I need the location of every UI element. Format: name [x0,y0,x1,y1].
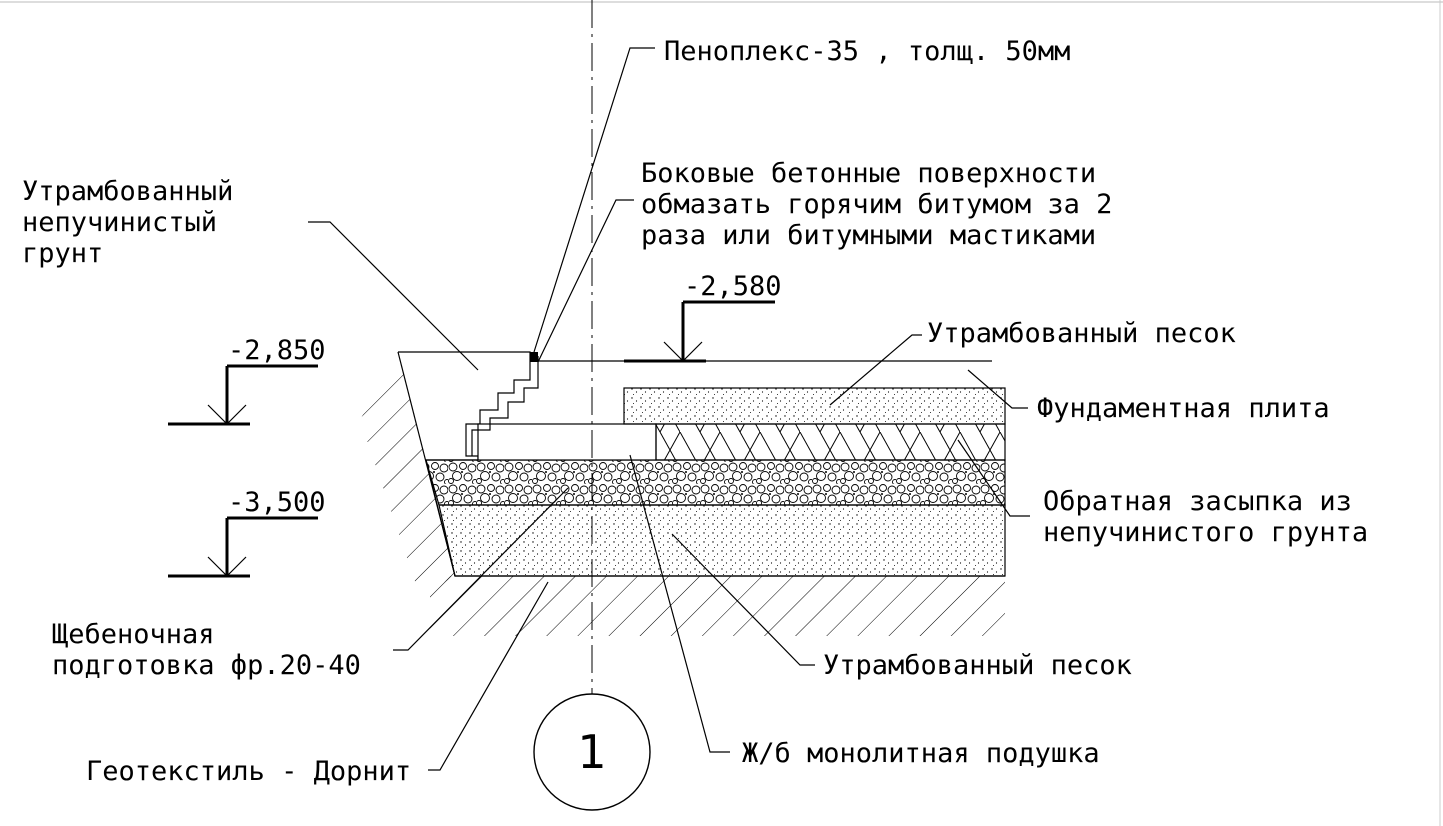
soil-hatch-left [360,352,455,596]
section-number: 1 [577,725,606,779]
label-gravel-line2: подготовка фр.20-40 [52,650,361,681]
label-geotextile: Геотекстиль - Дорнит [86,756,411,787]
leader-lines [308,47,1030,771]
pit-side-line [397,351,456,577]
label-bitumen-line2: обмазать горячим битумом за 2 [641,189,1112,220]
label-sand-top: Утрамбованный песок [927,318,1236,349]
label-backfill-line1: Обратная засыпка из [1043,486,1352,517]
label-foundation-slab: Фундаментная плита [1037,393,1330,424]
soil-hatch-bottom [430,576,1005,636]
rc-pad [477,423,657,461]
svg-text:-2,850: -2,850 [228,335,326,366]
label-soil-line1: Утрамбованный [22,176,233,207]
label-gravel-line1: Щебеночная [52,619,215,650]
sand-layer-bottom [438,504,1006,577]
level-mark-top-slab: -2,580 [624,271,782,363]
label-sand-bottom: Утрамбованный песок [823,650,1132,681]
label-bitumen-line1: Боковые бетонные поверхности [641,158,1096,189]
level-mark-bottom: -3,500 [168,487,326,578]
svg-text:-2,580: -2,580 [684,271,782,302]
label-soil-line2: непучинистый [22,207,217,238]
label-bitumen-line3: раза или битумными мастиками [641,220,1096,251]
label-soil-line3: грунт [22,238,103,269]
insulation-step [471,356,539,456]
label-penoplex: Пеноплекс-35 , толщ. 50мм [664,36,1070,67]
foundation-slab [623,387,1006,425]
gravel-layer [425,459,1006,506]
svg-text:-3,500: -3,500 [228,487,326,518]
section-circle [533,693,651,811]
insulation-top-mark [530,352,538,362]
backfill-layer [655,423,1006,461]
label-rc-pad: Ж/б монолитная подушка [742,738,1100,769]
level-mark-ground: -2,850 [168,335,326,426]
label-backfill-line2: непучинистого грунта [1043,517,1368,548]
